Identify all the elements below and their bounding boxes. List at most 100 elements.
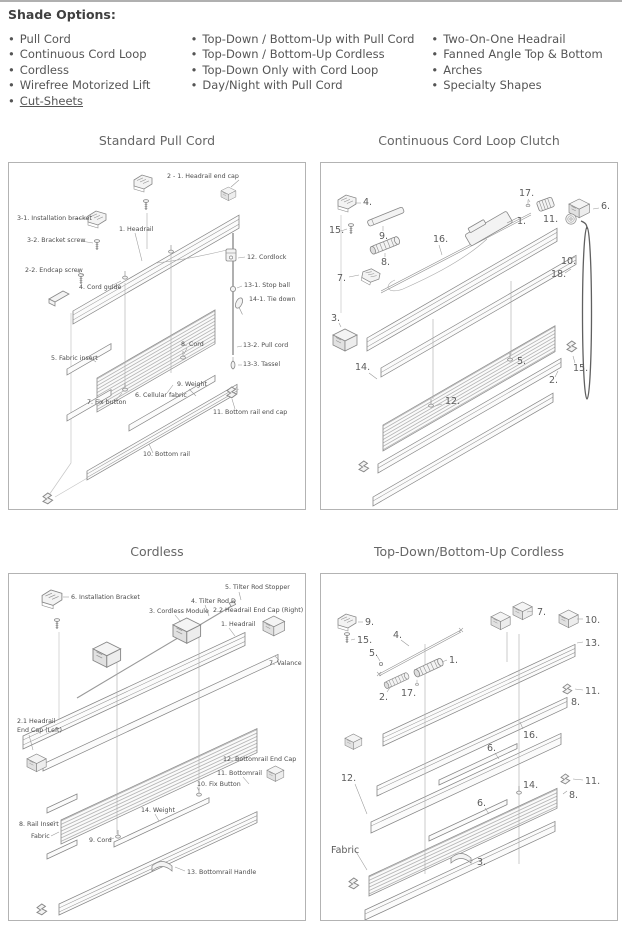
- part-label: 4. Cord guide: [79, 284, 121, 291]
- page-title: Shade Options:: [8, 7, 116, 22]
- leader-lines: [28, 591, 280, 872]
- module-part: [512, 601, 533, 620]
- clip-part: [358, 460, 370, 473]
- part-label: 12.: [445, 396, 460, 407]
- part-label: 5. Fabric insert: [51, 355, 98, 362]
- weight-pin-part: [516, 785, 522, 795]
- part-label: Fabric: [331, 845, 359, 856]
- part-label: 17.: [519, 188, 534, 199]
- cord-curve-line: [387, 238, 488, 292]
- option-label: Top-Down Only with Cord Loop: [202, 62, 379, 77]
- option-label: Arches: [443, 62, 483, 77]
- cordlock-part: [225, 248, 237, 262]
- part-label: 2.1 Headrail: [17, 718, 56, 725]
- part-label: 10.: [561, 256, 576, 267]
- option-continuous-cord-loop: •Continuous Cord Loop: [8, 47, 191, 62]
- diagram-frame: 6. Installation Bracket 5. Tilter Rod St…: [8, 573, 306, 921]
- panel-standard-pull-cord: Standard Pull Cord: [8, 126, 306, 510]
- option-label: Specialty Shapes: [443, 78, 542, 93]
- part-label: 8.: [571, 697, 580, 708]
- part-label: 3-2. Bracket screw: [27, 237, 86, 244]
- installation-bracket-part: [337, 613, 357, 632]
- option-lists: •Pull Cord •Continuous Cord Loop •Cordle…: [8, 32, 614, 109]
- stop-ball-part: [229, 286, 236, 293]
- rail-insert-strip: [46, 793, 78, 814]
- leader-lines: [338, 198, 600, 407]
- cordless-diagram: 6. Installation Bracket 5. Tilter Rod St…: [17, 584, 303, 916]
- module-part: [490, 611, 511, 630]
- bullet-icon: •: [431, 78, 439, 93]
- bullet-icon: •: [431, 62, 439, 77]
- bottom-rail-shape: [86, 383, 238, 481]
- part-label: 1. Headrail: [119, 226, 154, 233]
- clutch-carrier-part: [465, 211, 513, 246]
- fix-button-part: [196, 787, 202, 797]
- cordless-module-part: [92, 641, 122, 668]
- option-column-2: •Top-Down / Bottom-Up with Pull Cord •To…: [191, 32, 432, 109]
- screw-part: [347, 223, 355, 235]
- headrail-shape: [382, 643, 576, 747]
- part-label: 16.: [523, 730, 538, 741]
- tassel-part: [230, 356, 236, 370]
- part-label: 8. Cord: [181, 341, 204, 348]
- endcap-part: [48, 290, 70, 307]
- part-label: 10. Fix Button: [197, 781, 241, 788]
- bullet-icon: •: [8, 78, 15, 93]
- part-label: 17.: [401, 688, 416, 699]
- fabric-insert-strip: [66, 342, 112, 376]
- part-label: 1. Headrail: [221, 621, 256, 628]
- option-label: Continuous Cord Loop: [19, 47, 147, 62]
- part-label: 3.: [331, 313, 340, 324]
- part-label: 11.: [585, 776, 600, 787]
- part-label: Fabric: [31, 833, 50, 840]
- diagram-grid: Standard Pull Cord: [8, 126, 618, 921]
- installation-bracket-part: [41, 589, 63, 610]
- part-label: 6.: [477, 798, 486, 809]
- part-label: 7. Valance: [269, 660, 302, 667]
- cellular-fabric-stack: [60, 728, 258, 845]
- diagram-frame: 9. 15. 4. 5. 2. 17. 1. 7. 10. 13. 11. 8.…: [320, 573, 618, 921]
- part-label: 14. Weight: [141, 807, 175, 814]
- clip-part: [562, 683, 573, 695]
- option-fanned-angle: •Fanned Angle Top & Bottom: [431, 47, 614, 62]
- headrail-end-cap-part: [558, 609, 579, 628]
- tilter-rod-stopper-part: [228, 600, 237, 608]
- middle-rail-shape: [370, 732, 562, 834]
- headrail-end-cap-part: [220, 186, 237, 201]
- bracket-screw-part: [93, 239, 101, 251]
- diagram-title: Cordless: [130, 544, 184, 559]
- bullet-icon: •: [8, 32, 15, 46]
- valance-shape: [380, 254, 577, 378]
- part-label: End Cap (Left): [17, 727, 62, 734]
- panel-continuous-cord-loop-clutch: Continuous Cord Loop Clutch: [320, 126, 618, 510]
- clip-part: [566, 340, 578, 353]
- cord-guide-part: [168, 244, 174, 254]
- diagram-frame: 4. 15. 9. 8. 7. 16. 17. 1. 11. 6. 10. 18…: [320, 162, 618, 510]
- bottomrail-end-cap-part: [266, 765, 285, 782]
- part-label: 4.: [363, 197, 372, 208]
- part-label: 12. Cordlock: [247, 254, 287, 261]
- part-label: 16.: [433, 234, 448, 245]
- option-pull-cord: •Pull Cord: [8, 32, 191, 47]
- part-label: 8. Rail Insert: [19, 821, 59, 828]
- part-label: 13.: [585, 638, 600, 649]
- headrail-shape: [22, 631, 246, 750]
- part-label: 15.: [357, 635, 372, 646]
- part-label: 11.: [543, 214, 558, 225]
- part-label: 12.: [341, 773, 356, 784]
- part-label: 3-1. Installation bracket: [17, 215, 92, 222]
- option-topdown-bottomup-cordless: •Top-Down / Bottom-Up Cordless: [191, 47, 432, 62]
- weight-strip-shape: [113, 797, 210, 848]
- part-label: 9. Cord: [89, 837, 112, 844]
- cut-sheets-link[interactable]: Cut-Sheets: [19, 93, 84, 108]
- option-cordless: •Cordless: [8, 63, 191, 78]
- option-label: Two-On-One Headrail: [443, 32, 566, 46]
- rail-strip-part: [367, 206, 405, 227]
- option-column-3: • Two-On-One Headrail •Fanned Angle Top &…: [431, 32, 614, 109]
- tie-down-part: [235, 297, 243, 315]
- option-column-1: •Pull Cord •Continuous Cord Loop •Cordle…: [8, 32, 191, 109]
- headrail-end-cap-part: [262, 615, 285, 637]
- standard-pull-cord-diagram: 2 - 1. Headrail end cap 3-1. Installatio…: [17, 173, 296, 505]
- rail-insert-strip: [46, 839, 78, 860]
- bottom-rail-shape: [364, 820, 556, 921]
